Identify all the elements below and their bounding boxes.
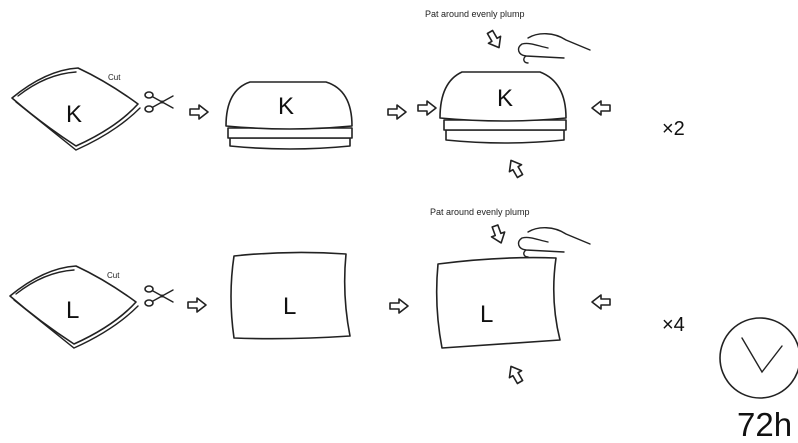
scissors-icon [144,91,174,113]
cut-label: Cut [108,73,121,82]
pillow-l-unpacked: L [230,251,351,340]
hand-icon [517,227,591,258]
timer-duration: 72h [737,406,792,443]
arrow-right-icon [417,100,437,116]
instruction-text: Pat around evenly plump [425,9,525,19]
pillow-k-packed: K [11,67,141,151]
pillow-letter-l: L [66,297,79,324]
pillow-l-fluffed: L [435,256,561,349]
pillow-letter-l: L [480,301,493,328]
arrow-down-icon [483,27,506,52]
row-l: L Cut L Pat around evenly plump L ×4 [9,207,685,387]
arrow-left-icon [591,100,611,116]
pillow-letter-l: L [283,293,296,320]
clock-icon [719,317,798,399]
scissors-icon [144,285,174,307]
hand-icon [517,33,591,64]
cut-label: Cut [107,271,120,280]
pillow-k-fluffed: K [439,71,567,144]
arrow-up-icon [504,362,527,387]
arrow-right-icon [187,297,207,313]
pillow-letter-k: K [497,85,513,112]
pillow-l-packed: L [9,265,139,349]
pillow-letter-k: K [66,101,82,128]
arrow-left-icon [591,294,611,310]
arrow-up-icon [504,156,527,181]
multiplier: ×4 [662,314,685,336]
pillow-k-unpacked: K [225,81,353,150]
multiplier: ×2 [662,118,685,140]
instruction-text: Pat around evenly plump [430,207,530,217]
arrow-right-icon [189,104,209,120]
arrow-right-icon [389,298,409,314]
row-k: K Cut K Pat around evenly plump K ×2 [11,9,685,181]
arrow-down-icon [487,222,509,247]
arrow-right-icon [387,104,407,120]
pillow-letter-k: K [278,93,294,120]
